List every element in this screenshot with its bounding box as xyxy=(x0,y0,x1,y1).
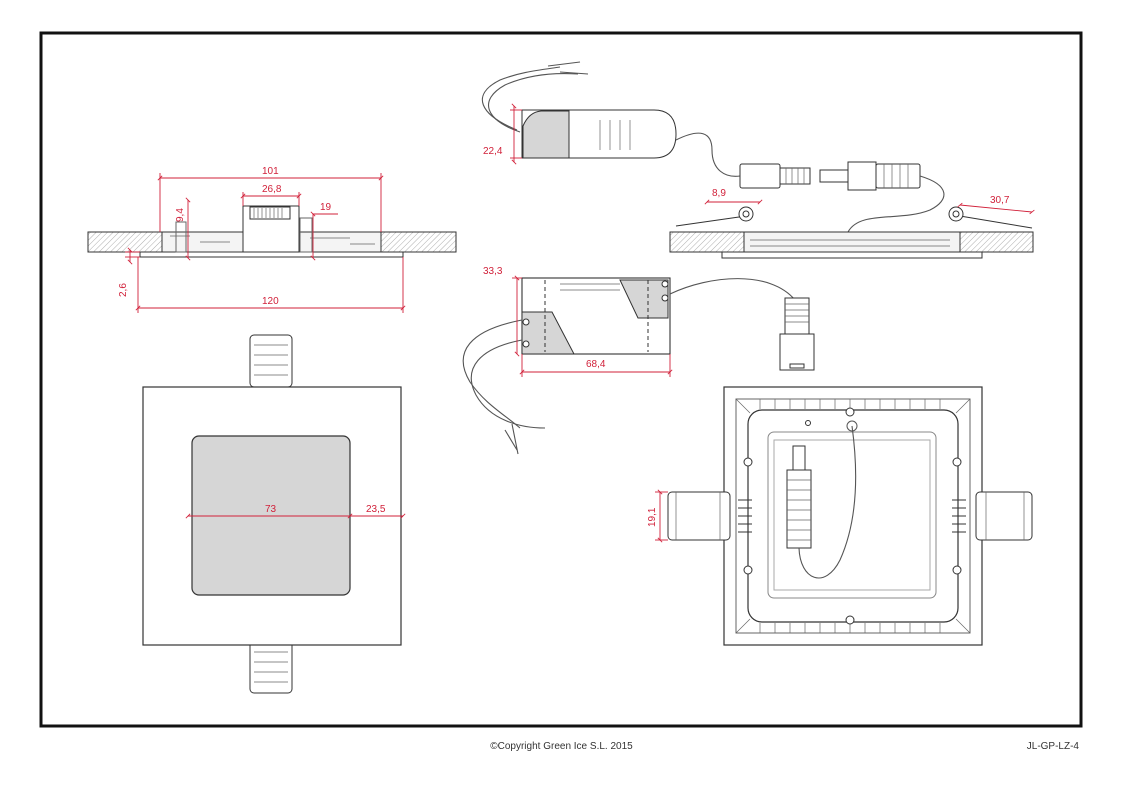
dim-spring-left: 8,9 xyxy=(712,188,726,199)
dim-side-width: 120 xyxy=(262,296,279,307)
driver-top-view: 33,3 68,4 xyxy=(462,266,815,455)
panel-rim xyxy=(139,251,404,258)
dim-spring-right: 30,7 xyxy=(990,195,1010,206)
back-spring-right xyxy=(975,491,1033,541)
ceiling-left xyxy=(87,231,163,253)
dim-front-panel: 73 xyxy=(265,504,277,515)
dim-front-border: 23,5 xyxy=(366,504,386,515)
back-spring-left xyxy=(667,491,731,541)
ceiling-right xyxy=(380,231,457,253)
spring-right-coil xyxy=(948,206,964,222)
spring-left-coil xyxy=(738,206,754,222)
connector-female xyxy=(819,169,849,183)
dim-back-spring: 19,1 xyxy=(647,507,658,527)
dim-driver-height: 22,4 xyxy=(483,146,503,157)
drawing-code: JL-GP-LZ-4 xyxy=(1026,741,1079,752)
connector-male xyxy=(739,163,781,189)
dim-driver-top-height: 33,3 xyxy=(483,266,503,277)
front-view: 73 23,5 xyxy=(142,334,406,694)
dim-side-total: 101 xyxy=(262,166,279,177)
driver-side-view: 22,4 xyxy=(481,61,945,233)
dim-side-depth: 19 xyxy=(320,202,332,213)
drawing-frame xyxy=(39,31,1083,728)
dim-side-height: 9,4 xyxy=(175,208,186,222)
front-diffuser xyxy=(191,435,351,596)
front-spring-top xyxy=(249,334,293,388)
copyright-text: ©Copyright Green Ice S.L. 2015 xyxy=(490,741,633,752)
dim-side-driver: 26,8 xyxy=(262,184,282,195)
back-view: 19,1 xyxy=(647,386,1033,646)
dim-side-thickness: 2,6 xyxy=(118,283,129,297)
side-section-view: 101 26,8 9,4 19 2,6 120 xyxy=(87,166,457,313)
spring-side-view: 8,9 30,7 xyxy=(669,188,1035,259)
front-spring-bottom xyxy=(249,639,293,694)
back-connector xyxy=(786,469,812,549)
dim-driver-top-length: 68,4 xyxy=(586,359,606,370)
